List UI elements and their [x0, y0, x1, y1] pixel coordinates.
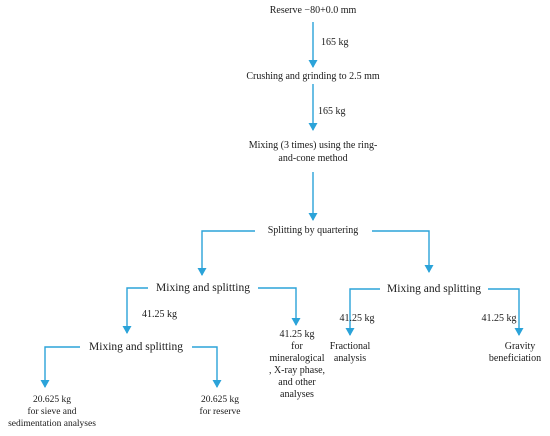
- arrow-left-to-mineral: [258, 287, 301, 326]
- arrow-splitting-to-right: [372, 230, 434, 273]
- arrow-right-to-fractional: [345, 288, 380, 336]
- edge-label-165kg-b: 165 kg: [318, 106, 346, 117]
- node-fractional-line2: Fractional: [329, 341, 371, 352]
- node-mixing-ring-cone-line1: Mixing (3 times) using the ring-: [248, 140, 378, 151]
- node-mineral-line2: for: [291, 341, 303, 352]
- node-sieve-line2: for sieve and: [27, 407, 77, 417]
- node-fractional-line1: 41.25 kg: [339, 313, 375, 324]
- node-splitting-quartering: Splitting by quartering: [267, 225, 359, 236]
- node-sieve-line1: 20.625 kg: [33, 395, 71, 405]
- node-mineral-line4: , X-ray phase,: [268, 365, 326, 376]
- arrow-bottom-to-reserve: [192, 346, 222, 388]
- node-gravity-line1: 41.25 kg: [481, 313, 517, 324]
- node-reserve: Reserve −80+0.0 mm: [269, 5, 357, 16]
- node-crushing: Crushing and grinding to 2.5 mm: [246, 71, 380, 82]
- arrow-splitting-to-left: [197, 230, 255, 276]
- node-mixing-splitting-bottom: Mixing and splitting: [89, 341, 183, 353]
- node-gravity-line2: Gravity: [504, 341, 536, 352]
- edge-label-41kg-left: 41.25 kg: [142, 309, 177, 320]
- node-reserve2-line2: for reserve: [199, 407, 241, 417]
- arrow-bottom-to-sieve: [40, 346, 80, 388]
- arrow-right-to-gravity: [488, 288, 524, 336]
- edge-label-165kg-a: 165 kg: [321, 37, 349, 48]
- node-mineral-line5: and other: [278, 377, 316, 388]
- node-fractional-line3: analysis: [333, 353, 367, 364]
- node-reserve2-line1: 20.625 kg: [201, 395, 239, 405]
- node-mineral-line3: mineralogical: [269, 353, 325, 364]
- node-gravity-line3: beneficiation: [488, 353, 542, 364]
- arrow-left-to-bottom-mixing: [122, 287, 148, 334]
- node-mineral-line1: 41.25 kg: [279, 329, 315, 340]
- node-mixing-splitting-left: Mixing and splitting: [156, 282, 250, 294]
- node-mixing-ring-cone-line2: and-cone method: [278, 153, 348, 164]
- node-sieve-line3: sedimentation analyses: [8, 419, 96, 429]
- node-mineral-line6: analyses: [280, 389, 314, 400]
- node-mixing-splitting-right: Mixing and splitting: [387, 283, 481, 295]
